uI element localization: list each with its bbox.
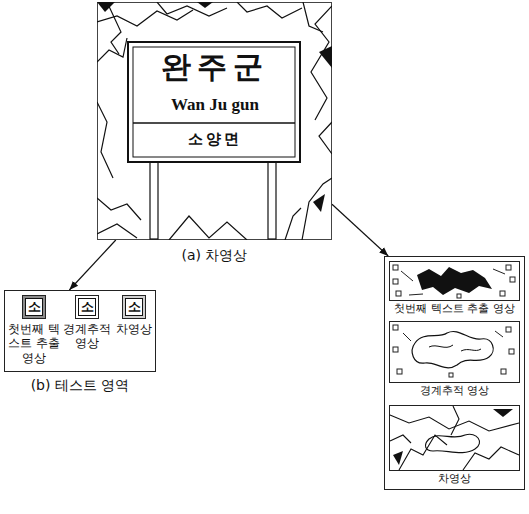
- glyph-crop: 소: [25, 298, 43, 316]
- region-thumbnail: 소경계추적 영상: [62, 295, 112, 351]
- image-label: 첫번째 텍스트 추출영상: [8, 322, 60, 365]
- glyph-crop: 소: [78, 298, 96, 316]
- candidate-marks: [393, 279, 398, 284]
- candidate-marks: [397, 369, 402, 374]
- region-thumbnail: 소차영상: [114, 295, 154, 336]
- foliage-patches: [97, 2, 332, 212]
- boundary-tracing-image: [412, 331, 493, 367]
- result-image-panel: 첫번째 텍스트 추출 영상 경계추적 영상 차영상: [384, 256, 525, 490]
- image-label: 첫번째 텍스트 추출 영상: [389, 302, 520, 315]
- image-label: 경계추적 영상: [62, 322, 112, 351]
- foliage-edges: [311, 6, 332, 120]
- sign-place-name: 완주군: [130, 49, 300, 85]
- sign-posts: [150, 162, 276, 239]
- candidate-marks: [500, 291, 505, 296]
- sign-posts: [268, 162, 276, 239]
- foliage-edges: [390, 406, 519, 470]
- candidate-marks: [506, 327, 511, 332]
- foliage-edges: [390, 435, 411, 443]
- sign-board: [128, 42, 300, 162]
- candidate-marks: [501, 369, 506, 374]
- foliage-edges: [426, 434, 480, 452]
- image-label: 차영상: [389, 472, 520, 485]
- thumbnail-frame: 소: [75, 295, 99, 319]
- candidate-marks: [393, 325, 398, 330]
- boundary-tracing-image: [429, 345, 481, 351]
- candidate-marks: [396, 291, 401, 296]
- difference-image-crop: [389, 405, 520, 471]
- result-image: 경계추적 영상: [389, 321, 520, 397]
- foliage-edges: [157, 2, 227, 16]
- test-region-panel: (b) 테스트 영역소첫번째 텍스트 추출영상소경계추적 영상소차영상: [4, 290, 156, 372]
- foliage-patches: [393, 409, 513, 465]
- foliage-edges: [285, 208, 301, 240]
- candidate-marks: [393, 265, 515, 298]
- candidate-marks: [457, 294, 461, 298]
- candidate-marks: [393, 325, 514, 377]
- connector-arrow: [69, 240, 115, 290]
- sign-board: [128, 42, 300, 162]
- difference-image: [97, 2, 332, 240]
- foliage-edges: [399, 435, 447, 470]
- foliage-patches: [197, 2, 213, 8]
- boundary-tracing-image: [403, 331, 503, 341]
- image-label: 차영상: [114, 322, 154, 336]
- image-label: 경계추적 영상: [389, 384, 520, 397]
- sign-posts: [150, 162, 158, 239]
- foliage-edges: [319, 122, 332, 154]
- boundary-tracing-image: [390, 322, 520, 383]
- foliage-edges: [97, 102, 113, 178]
- text-extraction-image: [389, 261, 520, 301]
- difference-image-panel: 완주군Wan Ju gun소양면(a) 차영상: [97, 2, 332, 240]
- connector-arrow: [332, 204, 388, 256]
- foliage-edges: [169, 216, 247, 240]
- text-extraction-image: [417, 267, 492, 295]
- text-extraction-image: [390, 262, 520, 301]
- foliage-edges: [303, 2, 323, 32]
- thumbnail-frame: 소: [122, 295, 146, 319]
- foliage-edges: [302, 178, 332, 240]
- thumbnail-frame: 소: [22, 295, 46, 319]
- foliage-edges: [97, 224, 137, 238]
- candidate-marks: [510, 277, 515, 282]
- subfigure-caption: (b) 테스트 영역: [5, 377, 155, 394]
- subfigure-caption: (a) 차영상: [98, 247, 331, 264]
- sign-romanization: Wan Ju gun: [130, 95, 300, 115]
- candidate-marks: [509, 349, 514, 354]
- difference-image-crop: [390, 406, 520, 471]
- sign-district-name: 소양면: [130, 130, 300, 148]
- foliage-edges: [97, 2, 332, 240]
- foliage-edges: [451, 406, 459, 435]
- text-extraction-image: [401, 269, 505, 295]
- candidate-marks: [506, 265, 511, 270]
- foliage-patches: [319, 46, 332, 68]
- foliage-edges: [107, 2, 121, 54]
- result-image: 차영상: [389, 405, 520, 485]
- result-image: 첫번째 텍스트 추출 영상: [389, 261, 520, 315]
- foliage-edges: [237, 2, 302, 18]
- region-thumbnail: 소첫번째 텍스트 추출영상: [8, 295, 60, 365]
- glyph-crop: 소: [125, 298, 143, 316]
- candidate-marks: [449, 373, 453, 377]
- foliage-patches: [493, 409, 513, 417]
- boundary-tracing-image: [389, 321, 520, 383]
- foliage-edges: [97, 198, 141, 220]
- foliage-edges: [97, 38, 127, 62]
- candidate-marks: [393, 347, 398, 352]
- sign-board: [133, 122, 295, 124]
- foliage-patches: [393, 451, 403, 465]
- foliage-patches: [313, 194, 325, 212]
- foliage-patches: [97, 2, 115, 12]
- candidate-marks: [393, 265, 398, 270]
